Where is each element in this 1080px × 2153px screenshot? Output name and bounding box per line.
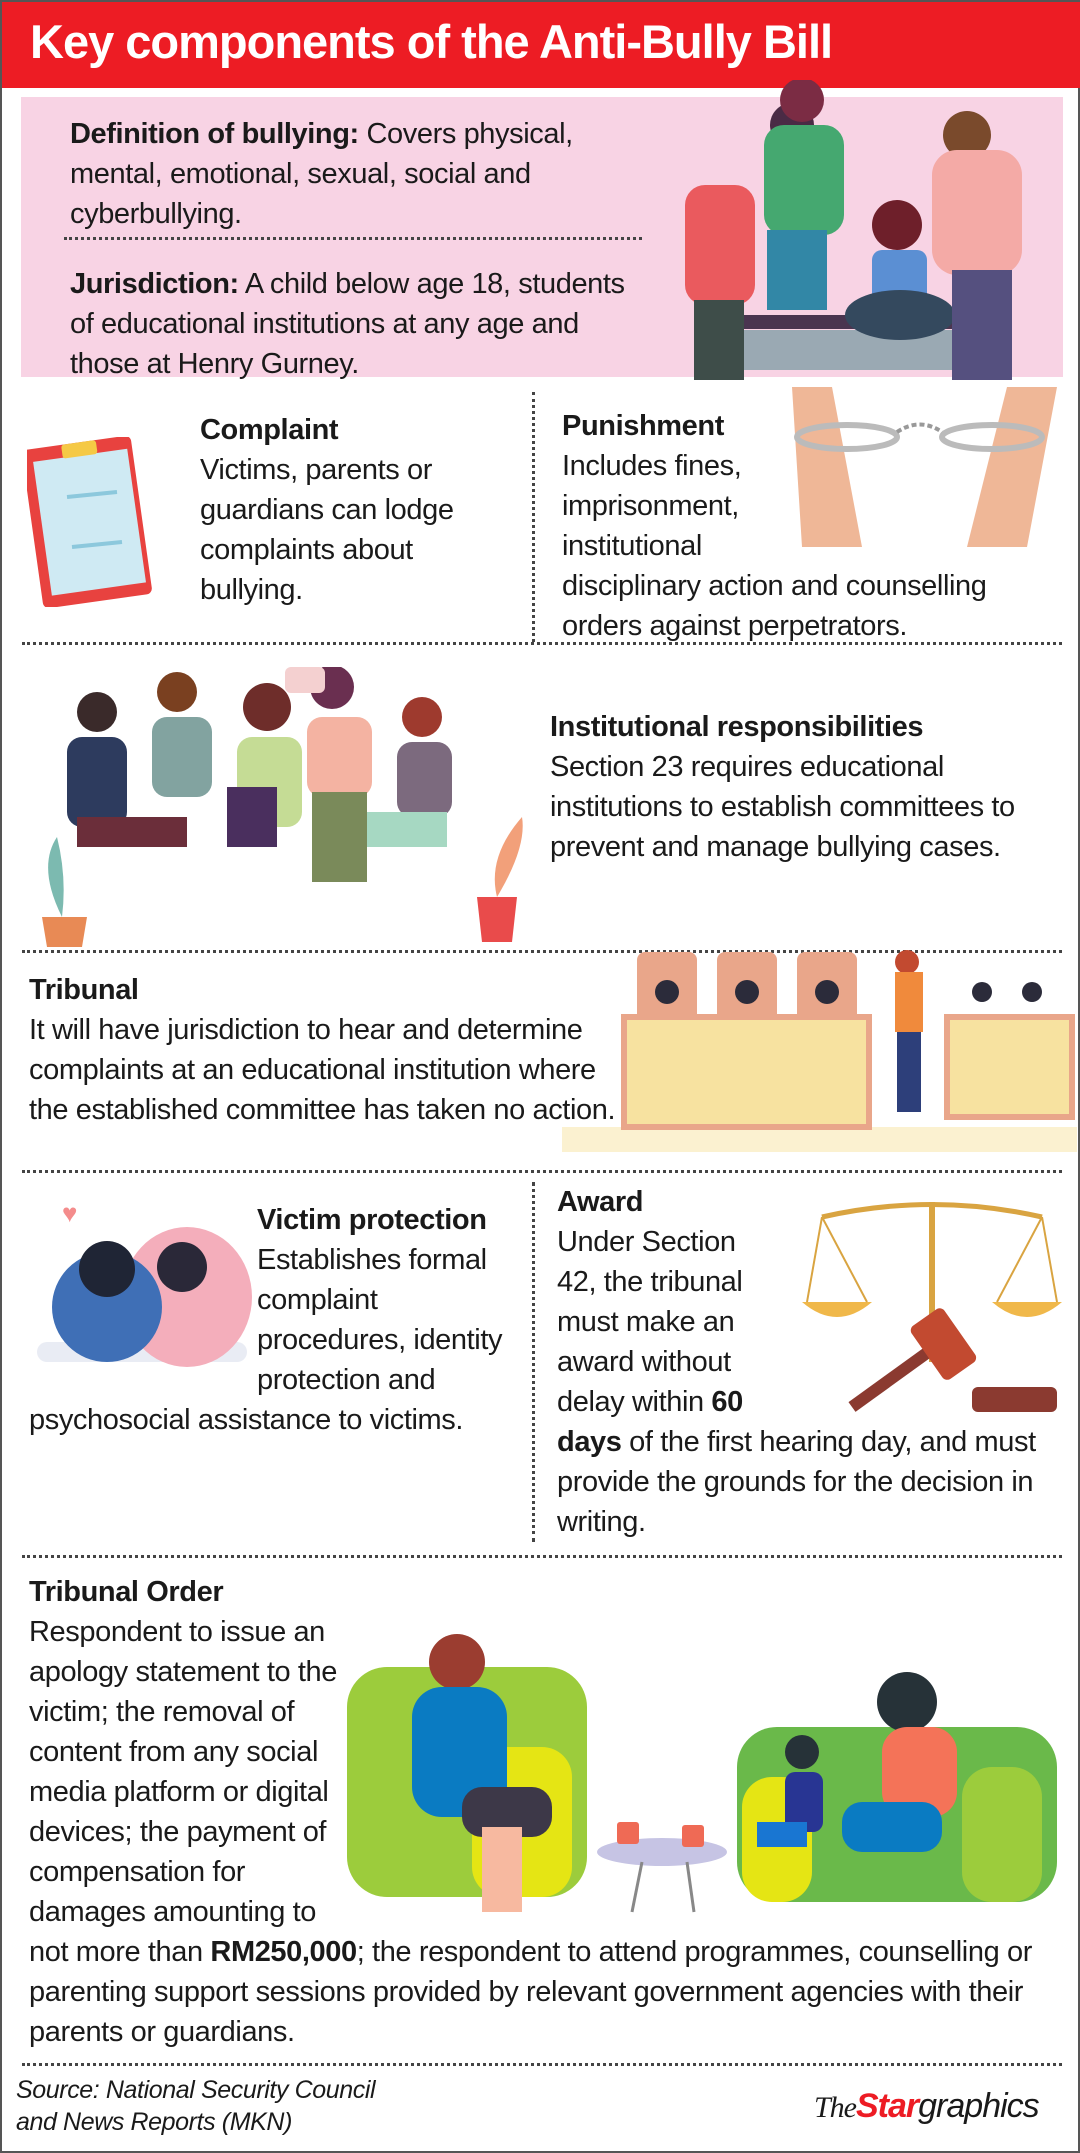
victim-protection-body: Establishes formal complaint procedures,…	[29, 1244, 503, 1436]
tribunal-text: It will have jurisdiction to hear and de…	[29, 1014, 616, 1126]
source-line: Source: National Security Council	[16, 2076, 376, 2104]
divider	[532, 392, 535, 642]
institutional-heading: Institutional responsibilities	[550, 711, 924, 743]
institutional-text: Section 23 requires educational institut…	[550, 751, 1015, 863]
embrace-illustration: ♥♥	[37, 1198, 252, 1367]
bullying-illustration	[685, 80, 1022, 380]
punishment-heading: Punishment	[562, 410, 724, 442]
definition-text: Definition of bullying: Covers physical,…	[70, 114, 650, 234]
tribunal-court-illustration	[562, 950, 1077, 1152]
complaint-heading: Complaint	[200, 414, 339, 446]
award-body-end: of the first hearing day, and must provi…	[557, 1426, 1036, 1538]
divider	[22, 950, 1062, 953]
source-line: and News Reports (MKN)	[16, 2108, 293, 2136]
divider	[22, 1170, 1062, 1173]
divider	[22, 642, 1062, 645]
clipboard-icon	[27, 437, 152, 607]
tribunal-order-heading: Tribunal Order	[29, 1576, 224, 1608]
tribunal-order-text: Respondent to issue an apology statement…	[29, 1612, 1069, 2052]
the-star-graphics-logo: TheStargraphics	[814, 2087, 1040, 2126]
divider	[64, 237, 642, 240]
punishment-text: Includes fines, imprisonment, institutio…	[562, 446, 1072, 646]
award-heading: Award	[557, 1186, 644, 1218]
jurisdiction-label: Jurisdiction:	[70, 268, 239, 300]
jurisdiction-body: A child below age 18, students of educat…	[70, 268, 625, 380]
definition-body: Covers physical, mental, emotional, sexu…	[70, 118, 573, 230]
spacer	[29, 1240, 257, 1400]
scales-gavel-illustration	[802, 1202, 1062, 1412]
tribunal-order-body-end: ; the respondent to attend programmes, c…	[29, 1936, 1032, 2048]
divider	[22, 2063, 1062, 2066]
victim-protection-heading: Victim protection	[257, 1204, 487, 1236]
victim-protection-text: Establishes formal complaint procedures,…	[29, 1240, 519, 1440]
svg-text:♥: ♥	[62, 1198, 77, 1228]
divider	[22, 1555, 1062, 1558]
compensation-amount: RM250,000	[210, 1936, 357, 1968]
award-body: Under Section 42, the tribunal must make…	[557, 1226, 743, 1418]
group-counselling-illustration	[42, 667, 523, 947]
logo-graphics: graphics	[918, 2087, 1040, 2125]
title-banner	[2, 2, 1080, 88]
source-note: Source: National Security Council and New…	[16, 2074, 376, 2138]
award-text: Under Section 42, the tribunal must make…	[557, 1222, 1057, 1542]
complaint-text: Victims, parents or guardians can lodge …	[200, 454, 454, 606]
family-counselling-illustration	[347, 1634, 1057, 1913]
award-deadline: 60 days	[557, 1386, 743, 1458]
logo-the: The	[814, 2091, 857, 2124]
divider	[532, 1182, 535, 1542]
tribunal-order-body: Respondent to issue an apology statement…	[29, 1616, 337, 1968]
logo-star: Star	[856, 2087, 919, 2125]
jurisdiction-text: Jurisdiction: A child below age 18, stud…	[70, 264, 650, 384]
tribunal-heading: Tribunal	[29, 974, 139, 1006]
punishment-body: Includes fines, imprisonment, institutio…	[562, 450, 987, 642]
page-title: Key components of the Anti-Bully Bill	[30, 15, 833, 68]
handcuffs-icon	[792, 387, 1057, 547]
definition-label: Definition of bullying:	[70, 118, 359, 150]
